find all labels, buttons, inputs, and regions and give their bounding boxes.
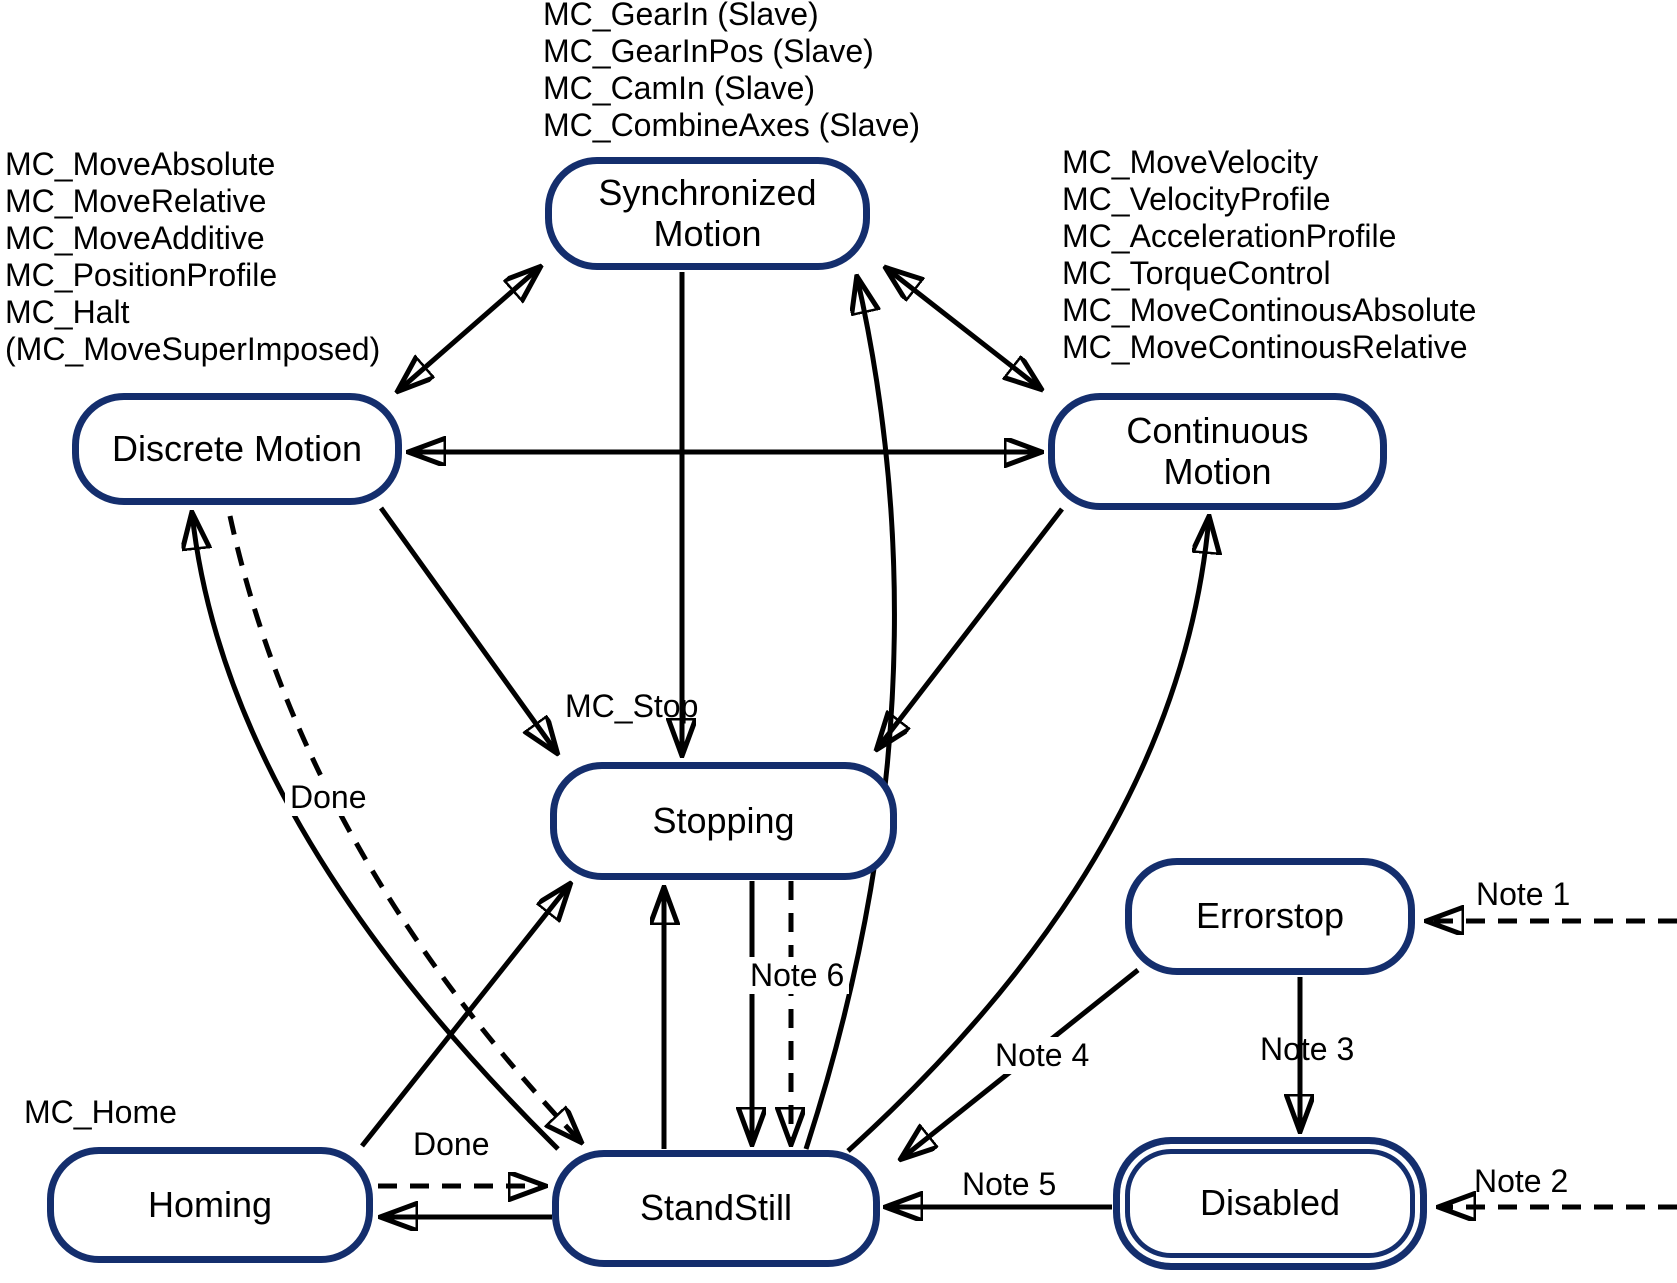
- function-item: MC_PositionProfile: [5, 257, 278, 293]
- state-homing: Homing: [47, 1147, 373, 1263]
- label-note-5: Note 5: [962, 1166, 1057, 1202]
- function-item: MC_CamIn (Slave): [543, 70, 816, 106]
- label-mc-stop: MC_Stop: [565, 688, 699, 724]
- state-label: StandStill: [639, 1187, 793, 1229]
- state-label: Errorstop: [1195, 895, 1345, 937]
- function-item: MC_GearIn (Slave): [543, 0, 819, 32]
- edge-discrete-to-standstill-done: [227, 515, 581, 1142]
- edge-discrete-to-stopping: [378, 506, 557, 753]
- edge-homing-to-stopping: [360, 884, 570, 1148]
- label-mc-home: MC_Home: [24, 1094, 177, 1130]
- function-item: MC_MoveContinousRelative: [1062, 329, 1468, 365]
- label-note-2: Note 2: [1474, 1163, 1569, 1199]
- function-item: MC_Halt: [5, 294, 130, 330]
- state-continuous-motion: Continuous Motion: [1048, 393, 1387, 510]
- function-item: MC_MoveContinousAbsolute: [1062, 292, 1477, 328]
- label-note-1: Note 1: [1476, 876, 1571, 912]
- state-label: Disabled: [1199, 1182, 1341, 1224]
- function-item: MC_VelocityProfile: [1062, 181, 1331, 217]
- label-note-6: Note 6: [745, 957, 850, 994]
- function-item: MC_AccelerationProfile: [1062, 218, 1397, 254]
- function-item: MC_MoveAdditive: [5, 220, 265, 256]
- state-stopping: Stopping: [550, 762, 897, 880]
- function-item: (MC_MoveSuperImposed): [5, 331, 381, 367]
- state-errorstop: Errorstop: [1125, 858, 1415, 975]
- continuous-function-list: MC_MoveVelocity MC_VelocityProfile MC_Ac…: [1062, 144, 1476, 366]
- edge-standstill-to-discrete: [192, 513, 560, 1151]
- state-label: Synchronized Motion: [598, 172, 817, 254]
- function-item: MC_GearInPos (Slave): [543, 33, 874, 69]
- function-item: MC_CombineAxes (Slave): [543, 107, 921, 143]
- discrete-function-list: MC_MoveAbsolute MC_MoveRelative MC_MoveA…: [5, 146, 380, 368]
- edge-discrete-synchronized: [398, 267, 540, 391]
- state-label: Stopping: [652, 799, 795, 841]
- function-item: MC_MoveAbsolute: [5, 146, 276, 182]
- edge-standstill-to-synchronized: [803, 277, 897, 1150]
- label-done-homing: Done: [413, 1126, 490, 1162]
- state-synchronized-motion: Synchronized Motion: [545, 157, 870, 270]
- function-item: MC_TorqueControl: [1062, 255, 1331, 291]
- label-note-4: Note 4: [990, 1037, 1095, 1074]
- edge-continuous-to-stopping: [877, 507, 1064, 749]
- edge-continuous-synchronized: [886, 268, 1041, 389]
- synchronized-function-list: MC_GearIn (Slave) MC_GearInPos (Slave) M…: [543, 0, 920, 144]
- state-label: Discrete Motion: [111, 427, 363, 469]
- state-disabled: Disabled: [1113, 1137, 1427, 1270]
- label-done-discrete: Done: [285, 779, 372, 816]
- function-item: MC_MoveRelative: [5, 183, 267, 219]
- label-note-3: Note 3: [1260, 1031, 1355, 1067]
- state-label: Homing: [147, 1183, 273, 1225]
- state-discrete-motion: Discrete Motion: [72, 393, 402, 505]
- edge-standstill-to-continuous: [846, 517, 1209, 1153]
- state-standstill: StandStill: [552, 1150, 880, 1267]
- state-label: Continuous Motion: [1126, 410, 1309, 492]
- function-item: MC_MoveVelocity: [1062, 144, 1319, 180]
